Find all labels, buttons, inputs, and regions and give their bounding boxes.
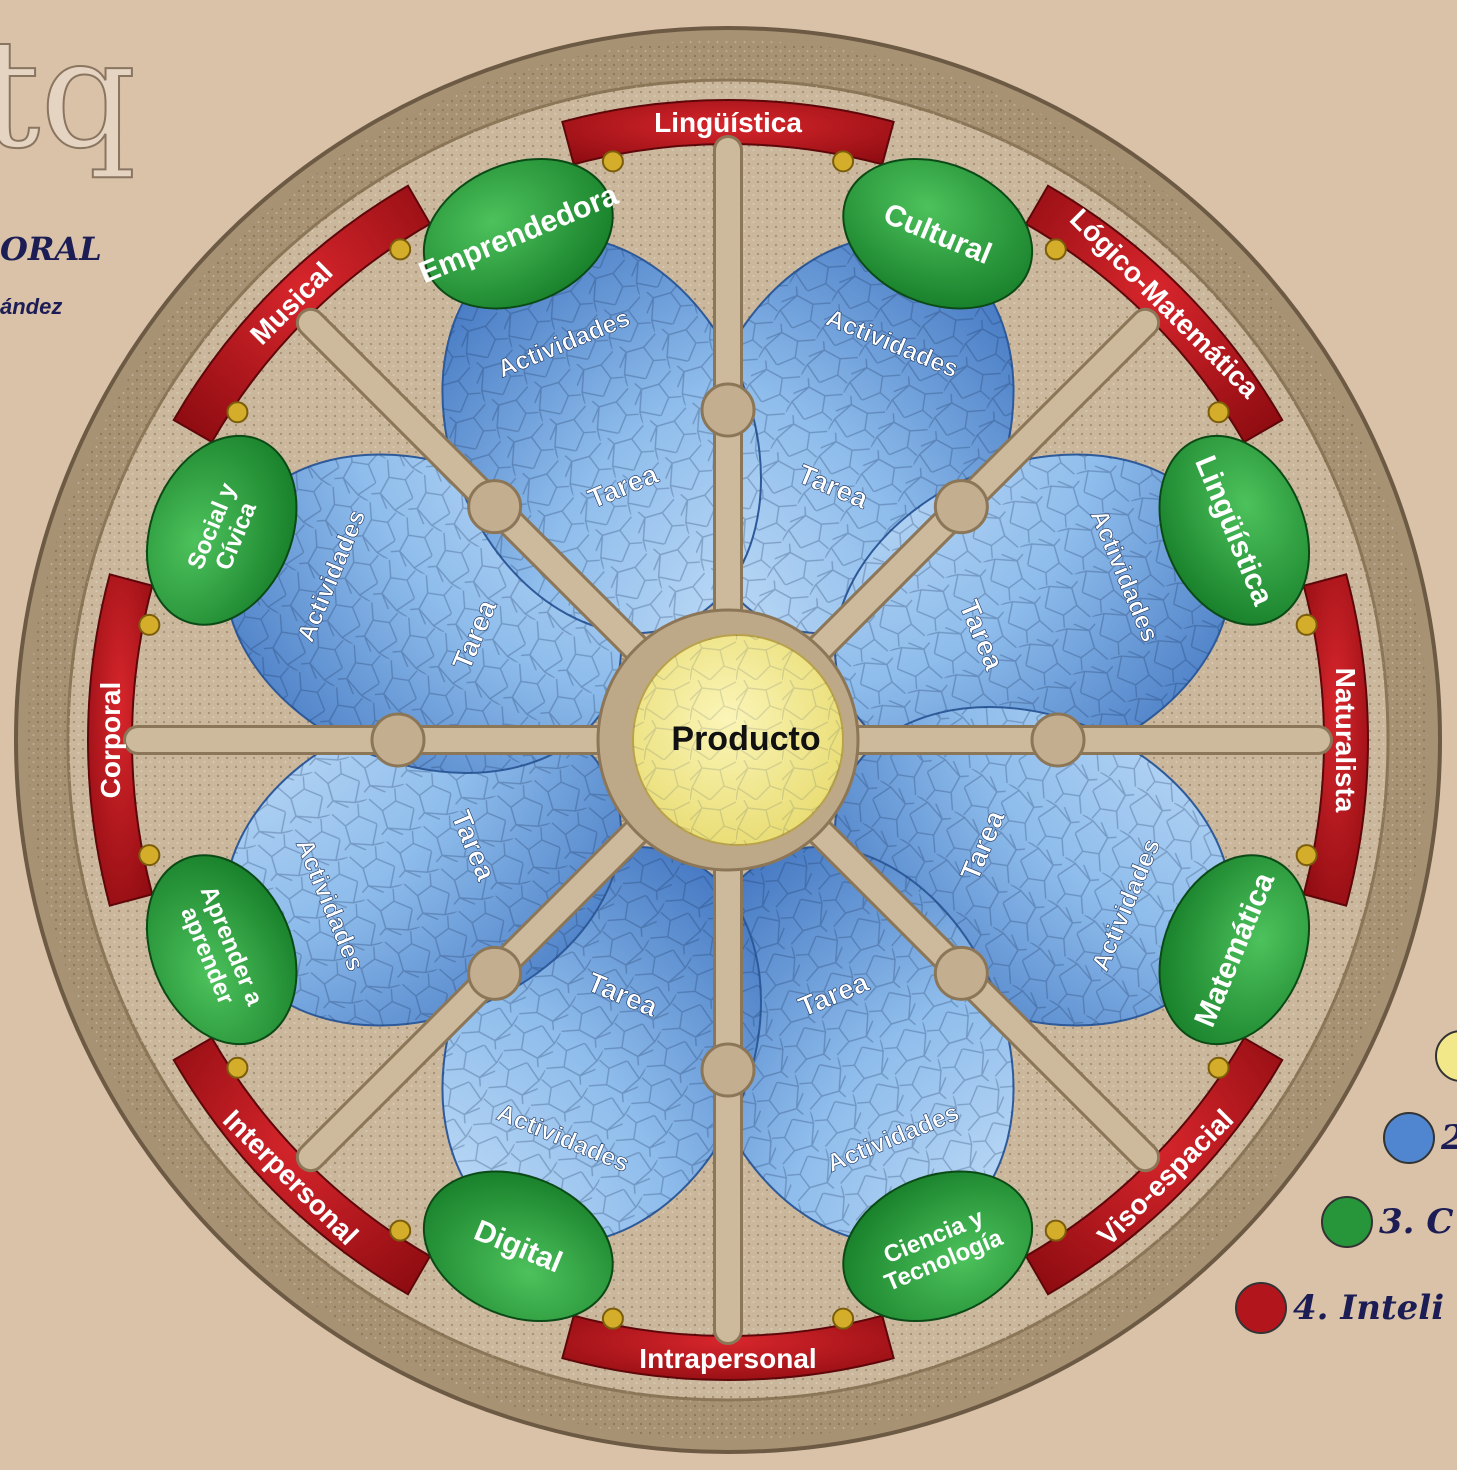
legend-label-tasks: 2	[1441, 1118, 1457, 1158]
spoke-knob	[1030, 712, 1086, 768]
gold-stud	[1295, 844, 1318, 867]
gold-stud	[226, 1056, 249, 1079]
gold-stud	[226, 401, 249, 424]
gold-stud	[832, 1307, 855, 1330]
gold-stud	[832, 150, 855, 173]
legend-item-tasks: 2	[1383, 1112, 1457, 1164]
intelligence-label: Naturalista	[1330, 668, 1361, 813]
competency-lobe	[842, 1170, 1034, 1323]
spoke-knob	[700, 382, 756, 438]
gold-stud	[1295, 613, 1318, 636]
legend: 2 3. C 4. Inteli	[1235, 1020, 1457, 1340]
legend-item-competencies: 3. C	[1321, 1196, 1453, 1248]
legend-swatch-yellow	[1435, 1030, 1457, 1082]
spoke-knob	[467, 945, 523, 1001]
gold-stud	[601, 1307, 624, 1330]
spoke-knob	[700, 1042, 756, 1098]
spoke-knob	[467, 479, 523, 535]
subtitle-fragment: ORAL	[0, 230, 102, 268]
legend-label-intelligences: 4. Inteli	[1293, 1288, 1445, 1328]
legend-swatch-blue	[1383, 1112, 1435, 1164]
intelligence-label: Intrapersonal	[639, 1343, 816, 1374]
competency-lobe	[422, 1170, 614, 1323]
gold-stud	[389, 238, 412, 261]
logo-fragment: tq	[0, 8, 137, 182]
competency-lobe	[145, 854, 298, 1046]
legend-label-competencies: 3. C	[1379, 1202, 1454, 1242]
intelligence-label: Corporal	[95, 682, 126, 799]
center-label: Producto	[671, 720, 820, 758]
legend-swatch-red	[1235, 1282, 1287, 1334]
legend-item-intelligences: 4. Inteli	[1235, 1282, 1444, 1334]
spoke-knob	[370, 712, 426, 768]
intelligence-label: Lingüística	[654, 107, 802, 138]
competency-lobe	[842, 157, 1034, 310]
competency-lobes	[145, 157, 1311, 1323]
gold-stud	[1044, 238, 1067, 261]
competency-lobe	[1158, 854, 1311, 1046]
gold-stud	[389, 1219, 412, 1242]
gold-stud	[138, 613, 161, 636]
gold-stud	[1207, 401, 1230, 424]
gold-stud	[1207, 1056, 1230, 1079]
gold-studs	[138, 150, 1318, 1330]
legend-item-product	[1435, 1030, 1457, 1082]
spoke-knob	[933, 945, 989, 1001]
competency-lobe	[422, 157, 614, 310]
competency-lobe	[1158, 434, 1311, 626]
gold-stud	[601, 150, 624, 173]
author-fragment: ández	[0, 294, 63, 319]
spoke-knob	[933, 479, 989, 535]
stone-spokes	[123, 135, 1333, 1345]
legend-swatch-green	[1321, 1196, 1373, 1248]
gold-stud	[1044, 1219, 1067, 1242]
gold-stud	[138, 844, 161, 867]
competency-lobe	[145, 434, 298, 626]
